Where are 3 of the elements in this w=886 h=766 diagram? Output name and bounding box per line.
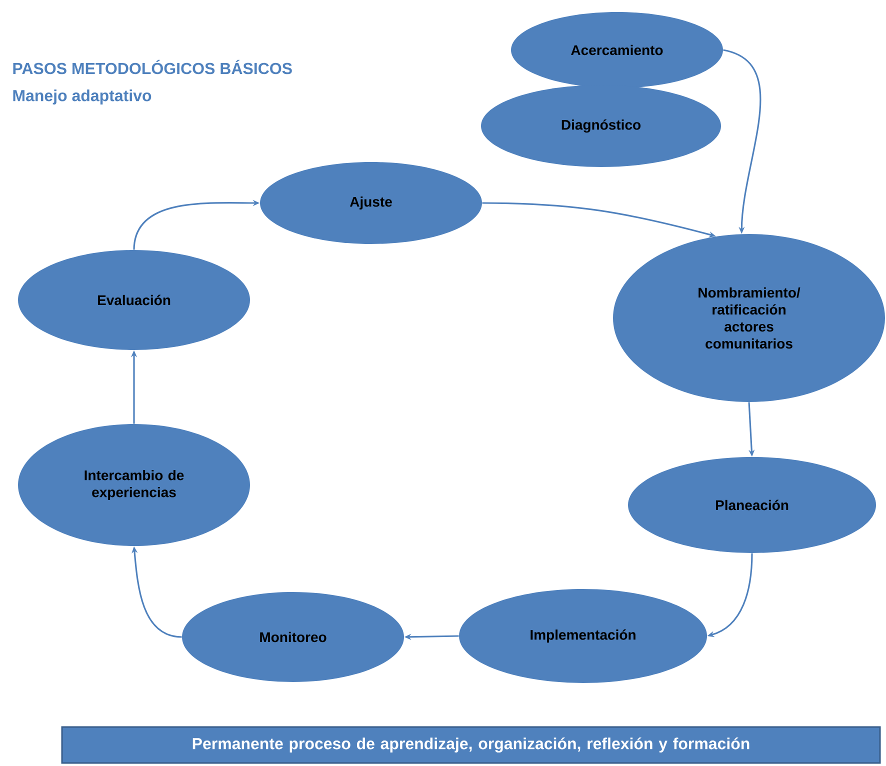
banner-bar: Permanente proceso de aprendizaje, organización, reflexión y formación — [61, 726, 881, 764]
subtitle: Manejo adaptativo — [13, 90, 152, 104]
title: PASOS METODOLÓGICOS BÁSICOS — [13, 60, 292, 74]
